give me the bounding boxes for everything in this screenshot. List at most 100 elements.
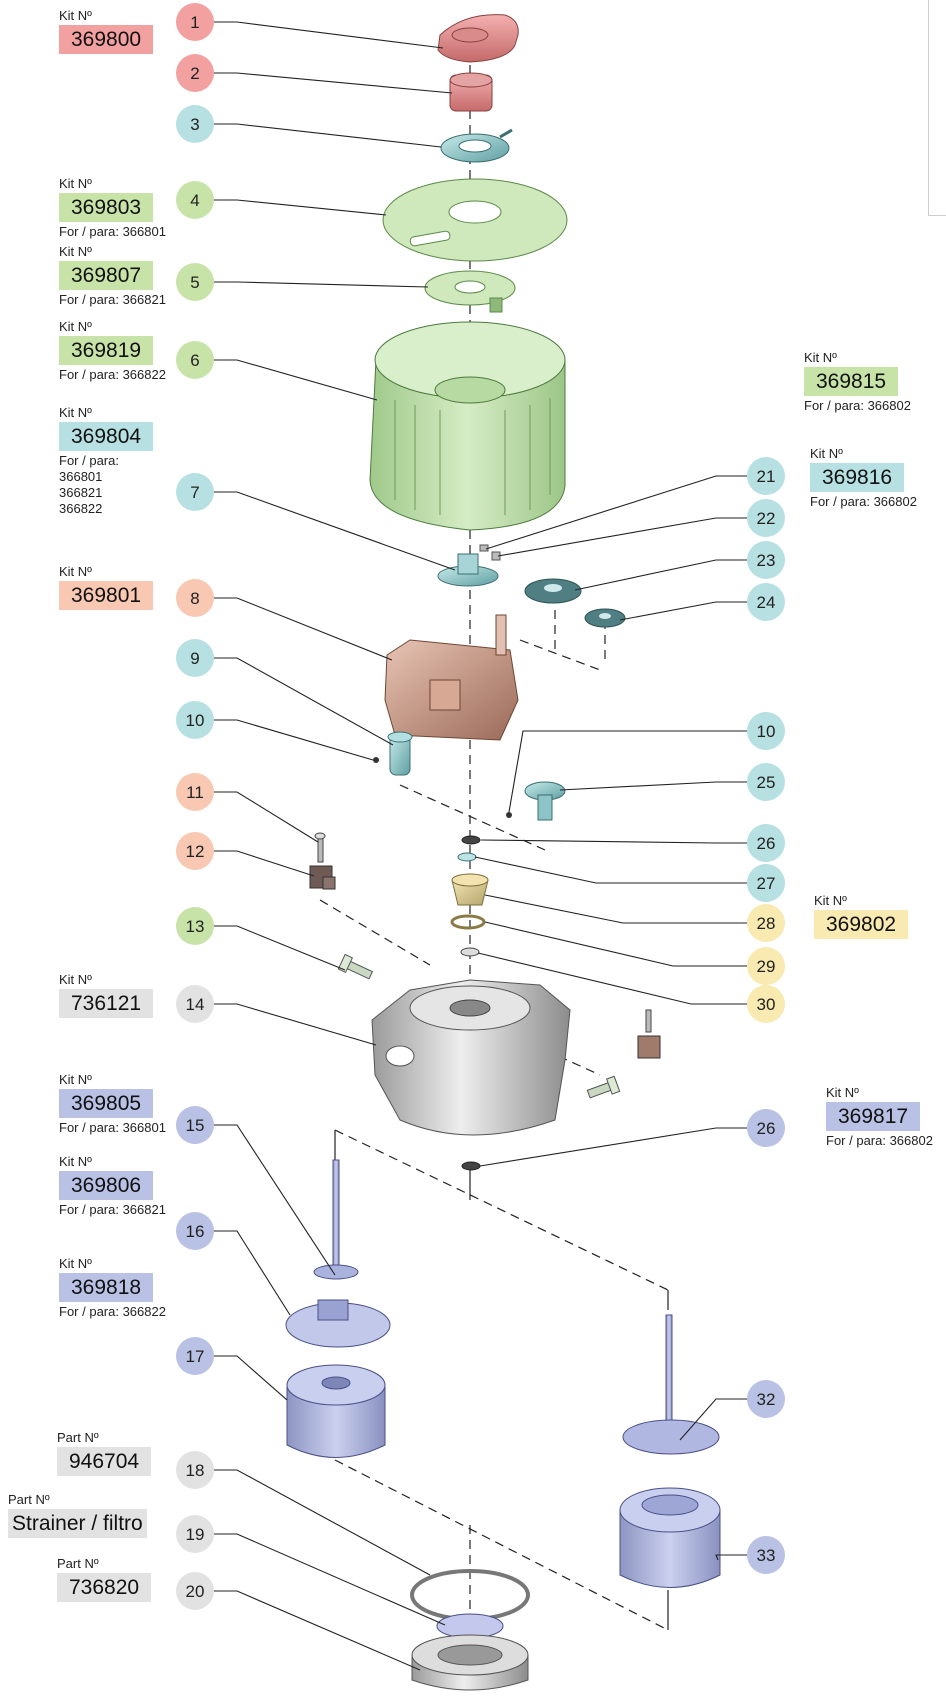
- kit-label: Kit Nº: [59, 176, 92, 191]
- callout-bubbles: 1 2 3 4 5 6 7 8 9 10 11 12 13 14 15 16 1…: [176, 3, 785, 1610]
- callout-6: 6: [176, 341, 214, 379]
- svg-text:15: 15: [186, 1116, 205, 1135]
- kit-369805: Kit Nº 369805 For / para: 366801: [59, 1072, 166, 1136]
- svg-text:28: 28: [757, 914, 776, 933]
- callout-12: 12: [176, 832, 214, 870]
- kit-369815: Kit Nº 369815 For / para: 366802: [804, 350, 911, 414]
- part-label: Part Nº: [8, 1492, 50, 1507]
- part-23-gear: [524, 578, 582, 604]
- callout-24: 24: [747, 583, 785, 621]
- assembly-axis-solid: [334, 1130, 669, 1630]
- kit-label: Kit Nº: [810, 446, 843, 461]
- part-12-clamp-block-right: [637, 1035, 661, 1059]
- kit-label: Kit Nº: [826, 1085, 859, 1100]
- callout-1: 1: [176, 3, 214, 41]
- kit-note: For / para: 366802: [810, 494, 917, 509]
- page-frame-corner: [928, 0, 946, 216]
- callout-28: 28: [747, 904, 785, 942]
- callout-25: 25: [747, 763, 785, 801]
- part-number: Strainer / filtro: [8, 1509, 147, 1538]
- callout-8: 8: [176, 579, 214, 617]
- callout-33: 33: [747, 1536, 785, 1574]
- part-33-blue-drum: [619, 1487, 721, 1588]
- part-736820: Part Nº 736820: [57, 1556, 152, 1602]
- svg-text:2: 2: [190, 64, 199, 83]
- part-14-gray-body: [371, 979, 571, 1136]
- svg-text:24: 24: [757, 593, 776, 612]
- svg-text:1: 1: [190, 13, 199, 32]
- svg-text:19: 19: [186, 1525, 205, 1544]
- kit-number: 369803: [59, 193, 154, 222]
- part-strainer: Part Nº Strainer / filtro: [8, 1492, 147, 1538]
- kit-736121: Kit Nº 736121: [59, 972, 154, 1018]
- part-3-teal-ring: [440, 128, 513, 163]
- callout-15: 15: [176, 1106, 214, 1144]
- callout-16: 16: [176, 1212, 214, 1250]
- callout-13: 13: [176, 907, 214, 945]
- callout-14: 14: [176, 985, 214, 1023]
- part-13-screw-right: [586, 1075, 621, 1099]
- kit-number: 369815: [804, 367, 899, 396]
- svg-text:26: 26: [757, 834, 776, 853]
- kit-label: Kit Nº: [59, 8, 92, 23]
- part-number: 946704: [57, 1447, 152, 1476]
- part-30-washer: [460, 947, 480, 957]
- svg-text:21: 21: [757, 467, 776, 486]
- kit-note: For / para: 366821: [59, 292, 166, 307]
- part-29-oring: [450, 914, 486, 930]
- callout-30: 30: [747, 985, 785, 1023]
- callout-26-top: 26: [747, 824, 785, 862]
- kit-label: Kit Nº: [59, 972, 92, 987]
- svg-text:7: 7: [190, 483, 199, 502]
- part-number: 736820: [57, 1573, 152, 1602]
- callout-26-bottom: 26: [747, 1109, 785, 1147]
- part-19-strainer: [436, 1613, 504, 1639]
- svg-text:20: 20: [186, 1582, 205, 1601]
- svg-text:8: 8: [190, 589, 199, 608]
- kit-number: 369804: [59, 422, 154, 451]
- svg-text:16: 16: [186, 1222, 205, 1241]
- callout-9: 9: [176, 639, 214, 677]
- svg-text:11: 11: [186, 783, 204, 802]
- kit-label: Kit Nº: [59, 244, 92, 259]
- kit-number: 369816: [810, 463, 905, 492]
- svg-text:26: 26: [757, 1119, 776, 1138]
- kit-369801: Kit Nº 369801: [59, 564, 154, 610]
- part-8-copper-gearbox: [384, 614, 519, 741]
- kit-number: 369817: [826, 1102, 921, 1131]
- callout-32: 32: [747, 1380, 785, 1418]
- part-7-teal-gear: [437, 553, 499, 587]
- kit-label: Kit Nº: [59, 405, 92, 420]
- part-10-pin-right: [506, 812, 512, 818]
- leader-lines: [213, 21, 747, 1671]
- kit-number: 369802: [814, 910, 909, 939]
- part-5-green-disc: [424, 270, 516, 313]
- svg-text:30: 30: [757, 995, 776, 1014]
- svg-text:10: 10: [757, 722, 776, 741]
- callout-29: 29: [747, 947, 785, 985]
- svg-text:23: 23: [757, 551, 776, 570]
- kit-label: Kit Nº: [59, 319, 92, 334]
- part-21-pin: [479, 544, 489, 552]
- part-27-washer: [457, 852, 477, 862]
- callout-4: 4: [176, 181, 214, 219]
- kit-number: 369800: [59, 25, 154, 54]
- callout-2: 2: [176, 54, 214, 92]
- kit-number: 369805: [59, 1089, 154, 1118]
- svg-text:9: 9: [190, 649, 199, 668]
- part-28-yellow-bushing: [451, 873, 489, 906]
- svg-text:3: 3: [190, 115, 199, 134]
- kit-number: 369807: [59, 261, 154, 290]
- svg-text:6: 6: [190, 351, 199, 370]
- kit-369816: Kit Nº 369816 For / para: 366802: [810, 446, 917, 510]
- svg-text:4: 4: [190, 191, 199, 210]
- part-15-shaft: [313, 1159, 359, 1280]
- kit-note: For / para: 366821: [59, 1202, 166, 1217]
- part-946704: Part Nº 946704: [57, 1430, 152, 1476]
- part-11-screw: [314, 832, 326, 863]
- kit-label: Kit Nº: [814, 893, 847, 908]
- svg-text:27: 27: [757, 874, 776, 893]
- kit-note: For / para: 366822: [59, 1304, 166, 1319]
- part-10-pin-left: [373, 757, 379, 763]
